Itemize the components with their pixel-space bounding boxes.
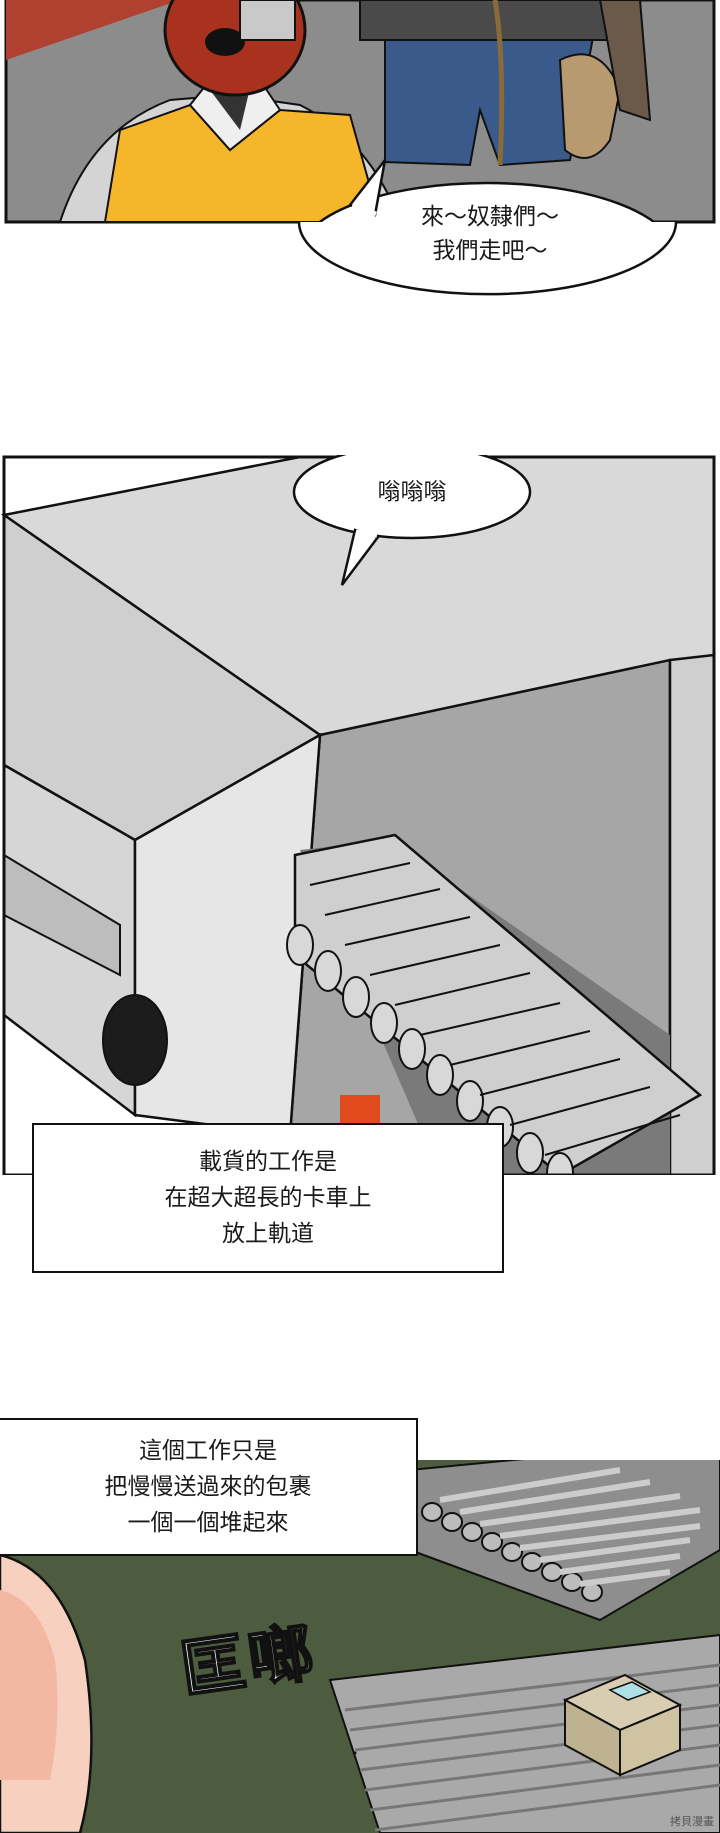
speech-bubble-text-1: 來～奴隸們～ 我們走吧～ bbox=[380, 200, 600, 268]
caption-line-5: 把慢慢送過來的包裹 bbox=[104, 1474, 312, 1500]
watermark-text: 拷貝漫畫 bbox=[670, 1815, 714, 1828]
caption-box-1: 載貨的工作是 在超大超長的卡車上 放上軌道 bbox=[32, 1123, 504, 1273]
caption-line-4: 這個工作只是 bbox=[139, 1438, 277, 1464]
panel-workers bbox=[0, 0, 720, 230]
caption-line-2: 在超大超長的卡車上 bbox=[164, 1185, 372, 1211]
speech-bubble-text-2: 嗡嗡嗡 bbox=[377, 479, 447, 505]
workers-illustration bbox=[4, 0, 716, 230]
caption-box-2: 這個工作只是 把慢慢送過來的包裹 一個一個堆起來 bbox=[0, 1418, 418, 1556]
speech-bubble-tail-area bbox=[297, 222, 678, 296]
caption-line-6: 一個一個堆起來 bbox=[127, 1510, 289, 1536]
panel-truck bbox=[0, 455, 720, 1175]
bubble-line-2: 我們走吧～ bbox=[432, 238, 548, 264]
sound-effect-text: 匡啷 bbox=[175, 1615, 322, 1709]
bubble-line-1: 來～奴隸們～ bbox=[421, 204, 559, 230]
truck-conveyor-illustration bbox=[0, 455, 716, 1175]
caption-line-1: 載貨的工作是 bbox=[199, 1149, 337, 1175]
caption-line-3: 放上軌道 bbox=[222, 1221, 314, 1247]
